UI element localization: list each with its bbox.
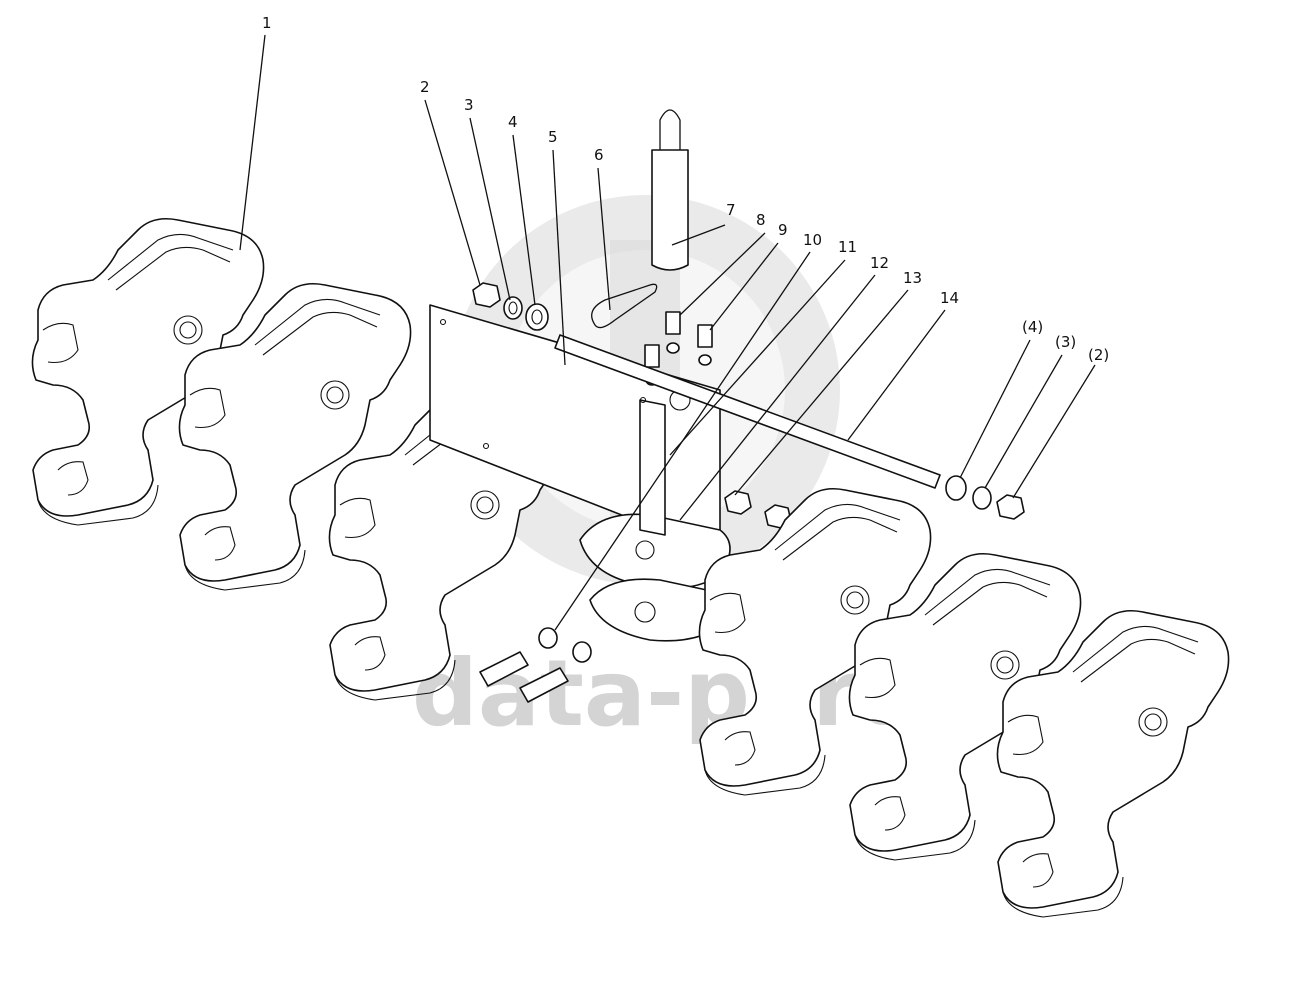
callout-13: 13	[903, 269, 922, 287]
callout-2: 2	[420, 78, 430, 96]
flat-washer-4	[525, 303, 549, 331]
callout-12: 12	[870, 254, 889, 272]
hitch-pin-7	[651, 109, 689, 271]
linch-pin-6	[591, 283, 658, 329]
right-hardware	[945, 475, 1025, 520]
callout-1: 1	[262, 14, 272, 32]
callout-5: 5	[548, 128, 558, 146]
callout-3-paren: (3)	[1055, 333, 1076, 351]
callout-8: 8	[756, 211, 766, 229]
nuts-12-13	[724, 490, 792, 529]
callout-7: 7	[726, 201, 736, 219]
leader-lines	[239, 34, 1096, 631]
callout-4-paren: (4)	[1022, 318, 1043, 336]
callout-6: 6	[594, 146, 604, 164]
lower-bolts	[479, 627, 592, 703]
lock-washer-3	[503, 296, 523, 320]
callout-labels: 1 2 3 4 5 6 7 8 9 10 11 12 13 14 (4) (3)…	[262, 14, 1109, 364]
callout-9: 9	[778, 221, 788, 239]
callout-10: 10	[803, 231, 822, 249]
callout-14: 14	[940, 289, 959, 307]
hex-nut-2	[472, 282, 501, 308]
callout-3: 3	[464, 96, 474, 114]
callout-11: 11	[838, 238, 857, 256]
rod-14	[554, 334, 941, 489]
callout-2-paren: (2)	[1088, 346, 1109, 364]
callout-4: 4	[508, 113, 518, 131]
